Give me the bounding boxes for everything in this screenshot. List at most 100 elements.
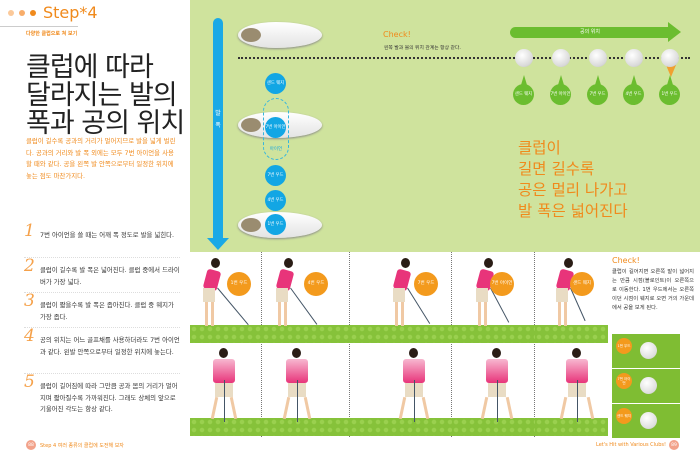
right-footer: Let's Hit with Various Clubs!89 <box>596 440 679 450</box>
tip-text: 클럽이 길어짐에 따라 그만큼 공과 몸의 거리가 멀어지며 짧아질수록 가까워… <box>40 382 178 413</box>
viewpoint-box: 7번 아이언 <box>612 369 680 403</box>
tip-item: 1 7번 아이언을 쓸 때는 어깨 폭 정도로 발을 넓힌다. <box>24 223 180 242</box>
club-badge: 샌드 웨지 <box>616 408 632 424</box>
grass-strip <box>452 325 535 343</box>
tip-number: 4 <box>24 326 35 346</box>
headline-line: 발 폭은 넓어진다 <box>518 202 628 220</box>
step-label: Step*4 <box>43 3 98 22</box>
left-page <box>0 0 190 458</box>
left-footer: 88 Step 4 여러 종류의 클럽에 도전해 보자 <box>26 440 124 450</box>
club-badge: 1번 우드 <box>616 338 632 354</box>
check-text: 왼쪽 발과 볼의 위치 관계는 항상 같다. <box>384 46 461 51</box>
grass-strip <box>262 325 350 343</box>
divider <box>24 373 180 374</box>
tip-number: 5 <box>24 372 35 392</box>
divider <box>24 292 180 293</box>
club-badge: 7번 우드 <box>587 75 608 105</box>
title-line: 달라지는 발의 <box>26 80 178 111</box>
arrow-right-icon <box>668 22 681 42</box>
golf-ball-icon <box>640 412 657 429</box>
headline-line: 클럽이 <box>518 139 561 157</box>
grass-strip <box>190 418 262 436</box>
step-header: Step*4 <box>8 3 98 23</box>
golf-ball-icon <box>552 49 570 67</box>
title-line: 폭과 공의 위치 <box>26 108 185 139</box>
grass-strip <box>262 418 350 436</box>
foot-width-label: 발 폭 <box>215 110 221 129</box>
check-text: 클럽이 길어지면 오른쪽 발이 넓어지는 만큼 시점(블로인트)이 오른쪽으로 … <box>612 269 694 311</box>
viewpoint-box: 샌드 웨지 <box>612 404 680 438</box>
title-line: 클럽에 따라 <box>26 52 154 83</box>
club-badge: 7번 아이언 <box>490 272 514 296</box>
tip-text: 클럽이 길수록 발 폭은 넓어진다. 클럽 중에서 드라이버가 가장 넓다. <box>40 266 180 286</box>
grass-strip <box>350 418 452 436</box>
page-number: 88 <box>26 440 36 450</box>
check-title: Check! <box>383 30 411 39</box>
club-badge: 1번 우드 <box>659 75 680 105</box>
club-badge: 샌드 웨지 <box>265 73 286 94</box>
tip-text: 클럽이 짧을수록 발 폭은 좁아진다. 클럽 중 웨지가 가장 좁다. <box>40 301 174 321</box>
club-badge: 4번 우드 <box>265 190 286 211</box>
golf-ball-icon <box>640 377 657 394</box>
headline-line: 길면 길수록 <box>518 160 595 178</box>
tip-number: 1 <box>24 221 35 241</box>
intro-text: 클럽이 길수록 공과의 거리가 멀어지므로 발을 넓게 벌린다. 공과의 거리와… <box>26 137 176 180</box>
dot-icon <box>30 10 36 16</box>
club-badge: 7번 아이언 <box>265 117 286 138</box>
club-badge: 7번 우드 <box>265 165 286 186</box>
page-number: 89 <box>669 440 679 450</box>
tip-number: 2 <box>24 256 35 276</box>
golf-ball-icon <box>589 49 607 67</box>
tip-number: 3 <box>24 291 35 311</box>
shoe-image <box>238 22 322 48</box>
arrow-down-icon <box>207 238 229 250</box>
club-badge: 샌드 웨지 <box>513 75 534 105</box>
tee-icon <box>666 65 676 77</box>
golf-ball-icon <box>640 342 657 359</box>
club-badge: 7번 우드 <box>414 272 438 296</box>
check-title: Check! <box>612 256 640 265</box>
page-title: 클럽에 따라 달라지는 발의 폭과 공의 위치 <box>26 52 185 139</box>
grass-strip <box>535 325 608 343</box>
grass-strip <box>350 325 452 343</box>
alignment-line <box>238 57 690 59</box>
photo-column <box>350 252 452 437</box>
photo-column <box>262 252 350 437</box>
club-badge: 4번 우드 <box>304 272 328 296</box>
divider <box>24 327 180 328</box>
divider <box>24 257 180 258</box>
golf-ball-icon <box>515 49 533 67</box>
divider <box>0 26 78 27</box>
iron-label: 아이언 <box>269 147 283 152</box>
iron-range-outline <box>263 98 289 160</box>
club-badge: 4번 우드 <box>623 75 644 105</box>
club-badge: 1번 우드 <box>227 272 251 296</box>
dot-icon <box>19 10 25 16</box>
tip-text: 7번 아이언을 쓸 때는 어깨 폭 정도로 발을 넓힌다. <box>40 231 175 239</box>
headline-line: 공은 멀리 나가고 <box>518 181 628 199</box>
viewpoint-box: 1번 우드 <box>612 334 680 368</box>
club-badge: 1번 우드 <box>265 214 286 235</box>
footer-text: Let's Hit with Various Clubs! <box>596 442 666 448</box>
photo-column <box>190 252 262 437</box>
subtitle: 다양한 클럽으로 쳐 보기 <box>26 31 78 37</box>
photo-column <box>452 252 535 437</box>
headline: 클럽이 길면 길수록 공은 멀리 나가고 발 폭은 넓어진다 <box>518 138 628 222</box>
foot-width-arrow <box>213 18 223 240</box>
club-badge: 샌드 웨지 <box>570 272 594 296</box>
golf-ball-icon <box>661 49 679 67</box>
tip-text: 공의 위치는 어느 골프채를 사용하더라도 7번 아이언과 같다. 왼발 안쪽으… <box>40 336 180 356</box>
grass-strip <box>535 418 608 436</box>
golf-ball-icon <box>625 49 643 67</box>
footer-text: Step 4 여러 종류의 클럽에 도전해 보자 <box>40 442 124 449</box>
club-badge: 7번 아이언 <box>616 373 632 389</box>
club-badge: 7번 아이언 <box>550 75 571 105</box>
grass-strip <box>452 418 535 436</box>
ball-position-arrow: 공의 위치 <box>510 27 670 38</box>
grass-strip <box>190 325 262 343</box>
dot-icon <box>8 10 14 16</box>
